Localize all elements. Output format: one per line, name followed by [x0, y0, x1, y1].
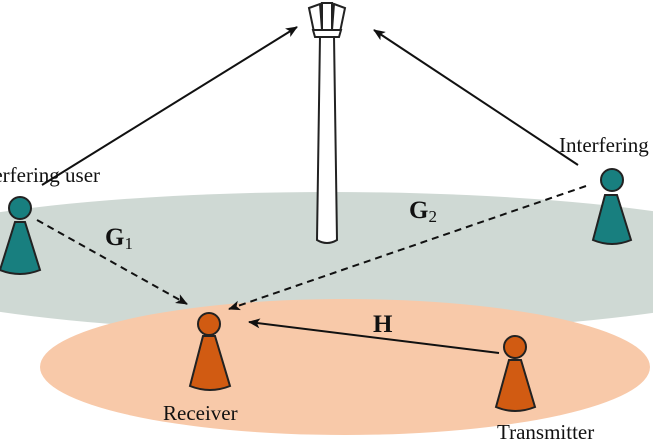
channel-g2-sub: 2 [428, 207, 437, 226]
interference-arrow-g2 [228, 185, 587, 311]
base-station-tower-icon [307, 2, 347, 244]
channel-g1-main: G [105, 224, 124, 251]
transmitter-label: Transmitter [497, 420, 594, 441]
interfering-user-right-icon [591, 168, 633, 245]
channel-h-label: H [373, 311, 393, 338]
desired-link-arrow-h [248, 318, 500, 354]
channel-g1-label: G1 [105, 224, 133, 253]
interfering-user-right-label: Interfering user [559, 133, 653, 157]
interfering-user-left-icon [0, 196, 42, 275]
channel-g2-label: G2 [409, 197, 437, 226]
interference-arrow-g1 [36, 219, 188, 305]
uplink-arrow-right [373, 29, 579, 166]
receiver-icon [188, 312, 232, 391]
channel-g1-sub: 1 [124, 234, 133, 253]
uplink-arrow-left [41, 26, 298, 186]
channel-g2-main: G [409, 197, 428, 224]
interfering-user-left-label: Interfering user [0, 163, 100, 187]
macro-cell-area [0, 192, 653, 332]
receiver-label: Receiver [163, 401, 238, 425]
small-cell-area [40, 299, 650, 435]
transmitter-icon [494, 335, 537, 412]
